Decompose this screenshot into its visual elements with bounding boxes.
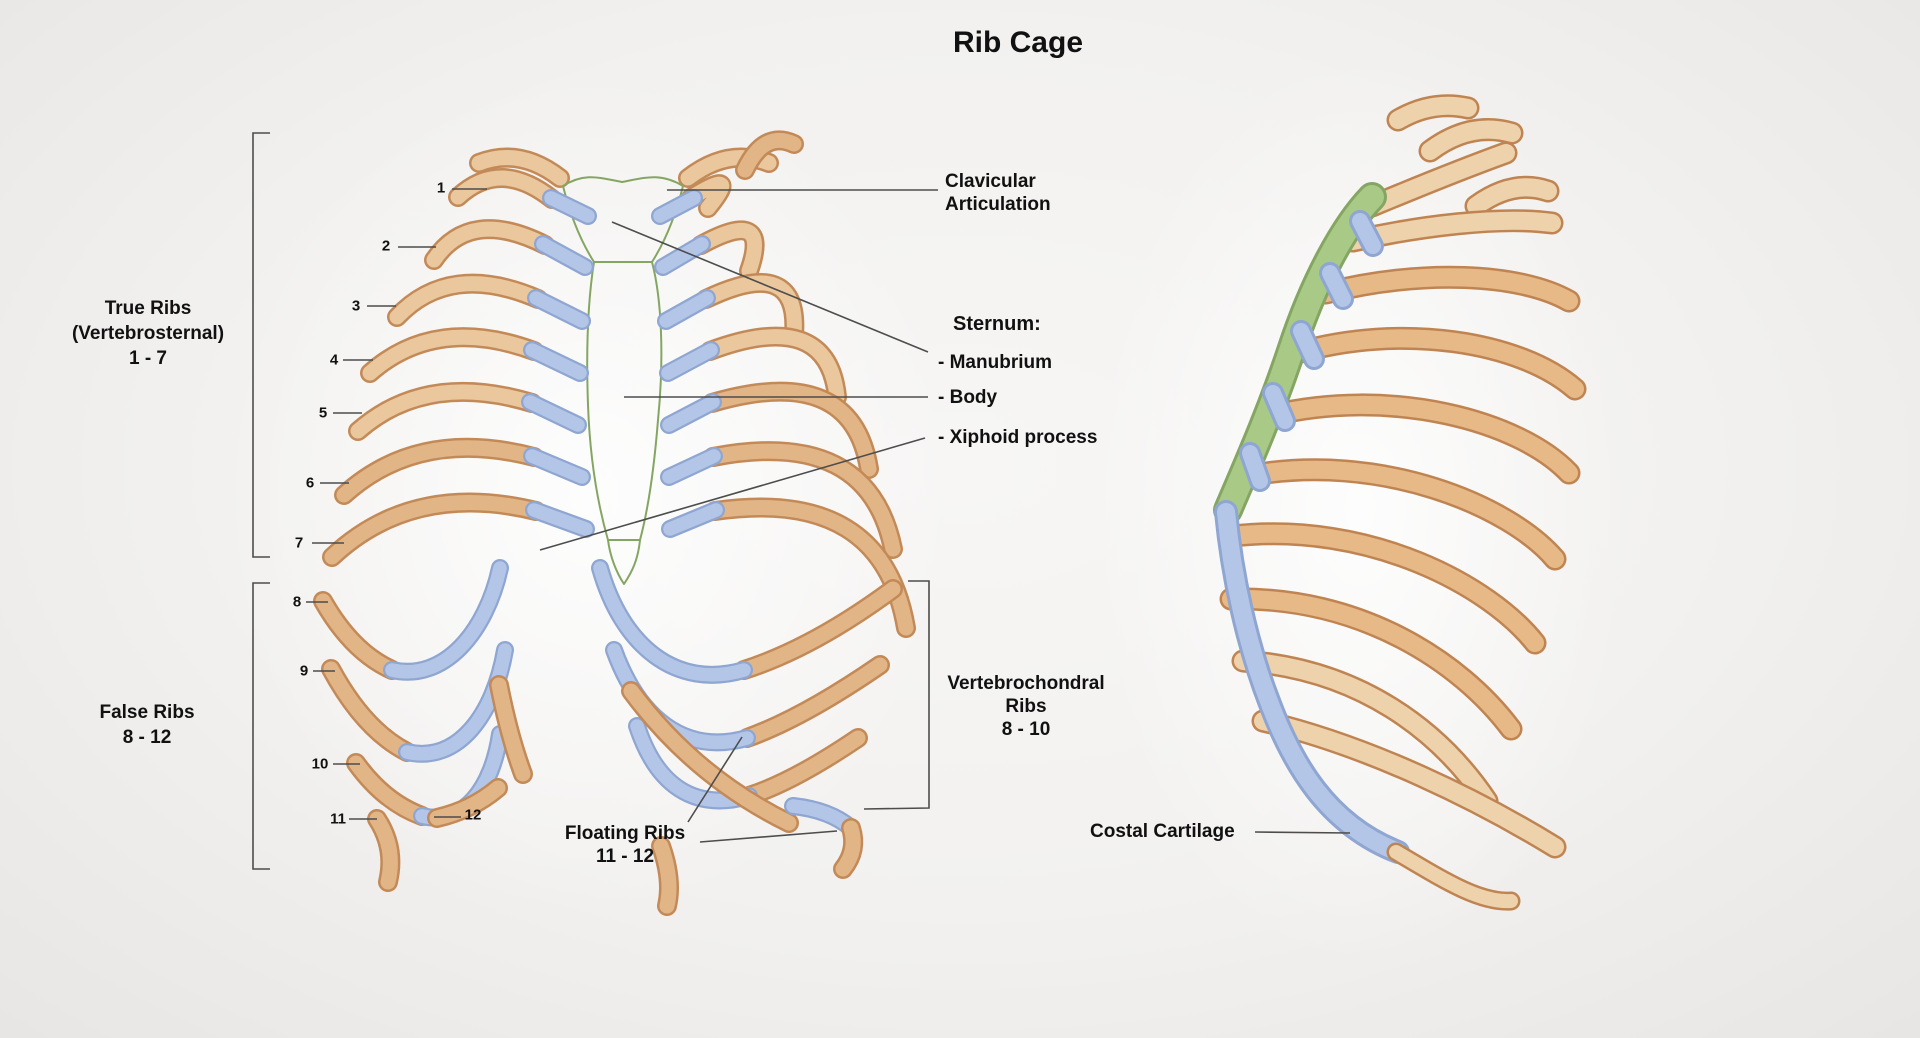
rib-number-10: 10: [311, 755, 329, 773]
rib-number-7: 7: [294, 534, 304, 552]
costal-cartilage-leader-line: [1254, 831, 1351, 834]
front-view-illustration: [313, 130, 916, 916]
body-label: - Body: [938, 387, 998, 408]
side-ribs: [1219, 94, 1587, 859]
sternum-heading: Sternum:: [953, 313, 1041, 335]
rib-number-2: 2: [381, 237, 391, 255]
vertebrochondral-bracket: [863, 580, 930, 810]
rib-number-4: 4: [329, 351, 339, 369]
true-ribs-label: True Ribs (Vertebrosternal) 1 - 7: [72, 296, 224, 371]
floating-ribs-label-line2: 11 - 12: [595, 846, 655, 867]
floating-ribs-label-line1: Floating Ribs: [564, 823, 686, 844]
vertebrochondral-label-line1: Vertebrochondral: [947, 673, 1105, 694]
vertebrochondral-label-line2: Ribs: [1005, 696, 1047, 717]
false-ribs-label-line1: False Ribs: [99, 702, 195, 723]
first-rib-stubs: [469, 130, 804, 188]
floating-ribs-label: Floating Ribs 11 - 12: [565, 822, 685, 868]
clavicular-label-line1: Clavicular: [945, 171, 1036, 192]
true-ribs-bracket: [252, 132, 270, 558]
clavicular-label-line2: Articulation: [945, 194, 1051, 215]
rib-number-8: 8: [292, 593, 302, 611]
manubrium-label: - Manubrium: [938, 352, 1052, 373]
true-ribs-label-line1: True Ribs: [104, 298, 192, 319]
rib-number-12: 12: [464, 806, 482, 824]
rib-number-3: 3: [351, 297, 361, 315]
floating-ribs: [367, 675, 864, 916]
true-ribs-label-line3: 1 - 7: [128, 348, 168, 369]
vertebrochondral-label-line3: 8 - 10: [1001, 719, 1051, 740]
side-costal-cartilage: [1214, 210, 1410, 864]
side-floating-rib-tail: [1386, 842, 1521, 911]
false-ribs-label: False Ribs 8 - 12: [99, 700, 194, 750]
front-costal-cartilage: [521, 189, 725, 538]
page-title: Rib Cage: [952, 26, 1084, 59]
vertebrochondral-label: Vertebrochondral Ribs 8 - 10: [947, 672, 1104, 741]
floating-ribs-leader-diagonal: [687, 736, 743, 823]
rib-number-6: 6: [305, 474, 315, 492]
floating-ribs-leader-horizontal: [699, 830, 838, 843]
rib-number-5: 5: [318, 404, 328, 422]
xiphoid-process-shape: [607, 539, 641, 585]
costal-cartilage-label: Costal Cartilage: [1090, 821, 1235, 842]
clavicular-articulation-label: Clavicular Articulation: [945, 170, 1051, 216]
side-view-illustration: [1213, 94, 1587, 911]
xiphoid-leader-line: [539, 437, 926, 551]
rib-number-9: 9: [299, 662, 309, 680]
rib-number-11: 11: [330, 810, 346, 828]
manubrium-leader-line: [611, 221, 929, 353]
true-ribs-label-line2: (Vertebrosternal): [71, 323, 225, 344]
xiphoid-label: - Xiphoid process: [938, 427, 1098, 448]
false-ribs-label-line2: 8 - 12: [122, 727, 172, 748]
rib-number-1: 1: [436, 179, 446, 197]
false-ribs-bracket: [252, 582, 270, 870]
